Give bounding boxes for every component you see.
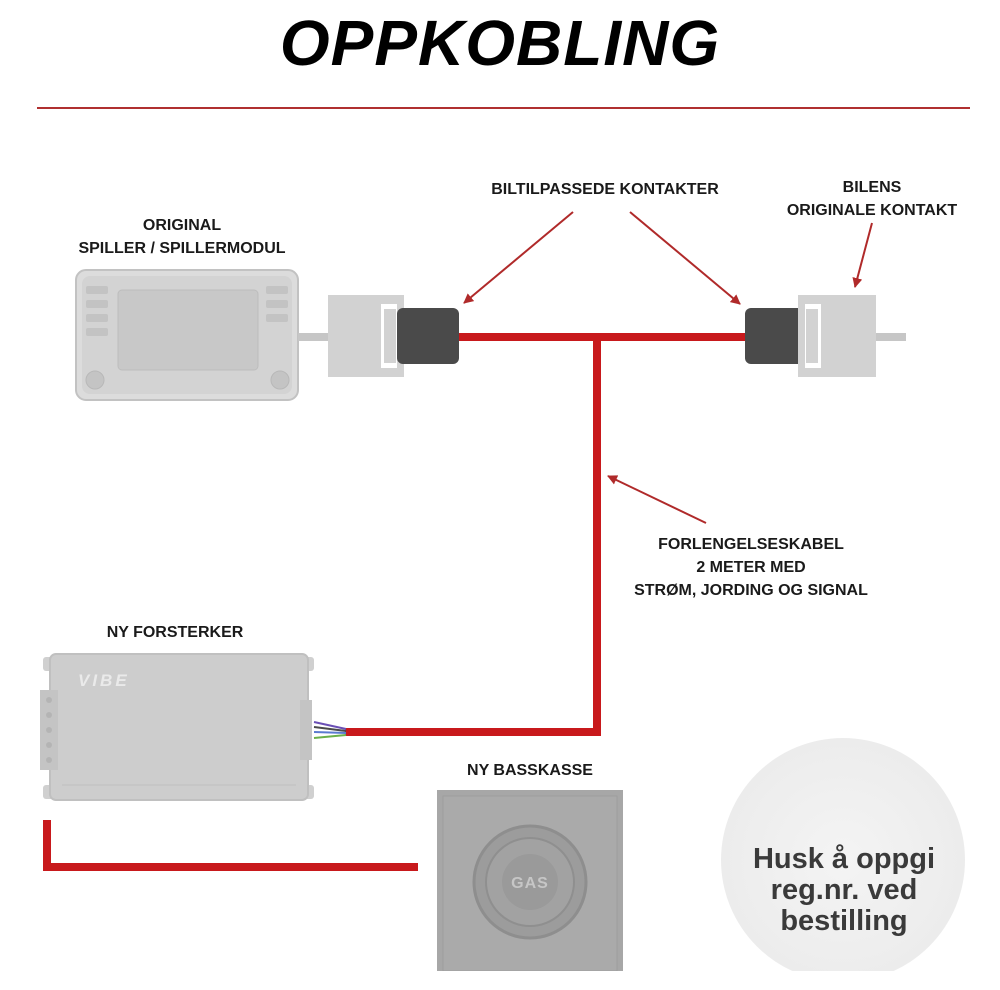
arrow-to-car-connector — [852, 222, 873, 288]
label-new-subwoofer: NY BASSKASSE — [430, 759, 630, 782]
label-new-amplifier: NY FORSTERKER — [75, 621, 275, 644]
note-line1: Husk å oppgi — [752, 842, 936, 875]
note-line3: bestilling — [780, 904, 908, 937]
page-title: OPPKOBLING — [279, 7, 721, 79]
amplifier-device — [40, 653, 314, 801]
arrow-to-right-connector — [629, 211, 741, 305]
subwoofer-logo: GAS — [511, 875, 549, 892]
label-extension-cable-line1: FORLENGELSESKABEL — [658, 536, 844, 553]
label-extension-cable-line3: STRØM, JORDING OG SIGNAL — [634, 582, 868, 599]
arrow-to-left-connector — [463, 211, 574, 304]
right-vehicle-connector — [745, 308, 805, 364]
amplifier-wires — [313, 721, 347, 739]
left-vehicle-connector — [397, 308, 459, 364]
right-original-connector — [798, 295, 876, 377]
label-original-player: ORIGINAL SPILLER / SPILLERMODUL — [62, 214, 302, 260]
cable-harness — [43, 333, 745, 871]
label-extension-cable-line2: 2 METER MED — [696, 559, 806, 576]
label-original-player-line1: ORIGINAL — [142, 217, 222, 234]
player-cable-stub — [298, 333, 330, 341]
label-original-player-line2: SPILLER / SPILLERMODUL — [78, 240, 286, 257]
label-vehicle-connectors-text: BILTILPASSEDE KONTAKTER — [491, 181, 719, 198]
car-cable-stub — [876, 333, 906, 341]
label-car-connector-line1: BILENS — [842, 179, 902, 196]
order-reminder-note: Husk å oppgi reg.nr. ved bestilling — [722, 790, 966, 990]
label-car-original-connector: BILENS ORIGINALE KONTAKT — [762, 176, 982, 222]
label-vehicle-connectors: BILTILPASSEDE KONTAKTER — [460, 178, 750, 201]
arrow-to-extension-cable — [607, 475, 707, 524]
label-new-subwoofer-text: NY BASSKASSE — [467, 762, 593, 779]
amplifier-logo: VIBE — [78, 671, 130, 690]
left-original-connector — [328, 295, 404, 377]
original-player-device — [75, 269, 299, 401]
note-line2: reg.nr. ved — [770, 873, 918, 906]
label-extension-cable: FORLENGELSESKABEL 2 METER MED STRØM, JOR… — [606, 533, 896, 602]
label-car-connector-line2: ORIGINALE KONTAKT — [786, 202, 958, 219]
label-new-amplifier-text: NY FORSTERKER — [106, 624, 244, 641]
note-circle — [721, 738, 965, 971]
subwoofer-box — [437, 790, 623, 971]
